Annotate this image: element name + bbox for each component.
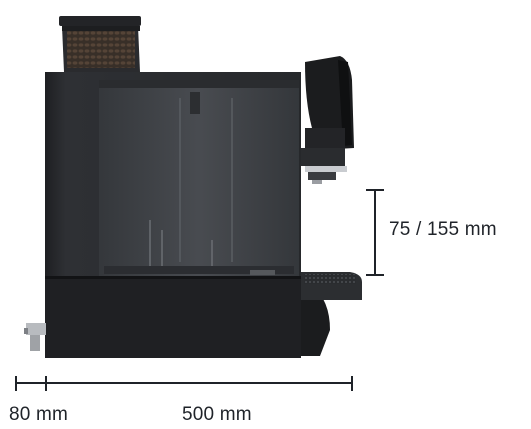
coffee-spout [301,148,347,184]
depth-dimension-label: 500 mm [182,404,252,425]
depth-dimension-line [15,376,353,391]
water-connector [24,323,46,351]
drip-tray [301,272,362,300]
height-dimension-label: 75 / 155 mm [389,219,497,240]
height-dimension-line [366,189,384,276]
side-dimension-label: 80 mm [9,404,69,425]
display-panel [305,56,354,150]
water-tank [99,80,299,276]
bean-hopper [59,16,141,72]
